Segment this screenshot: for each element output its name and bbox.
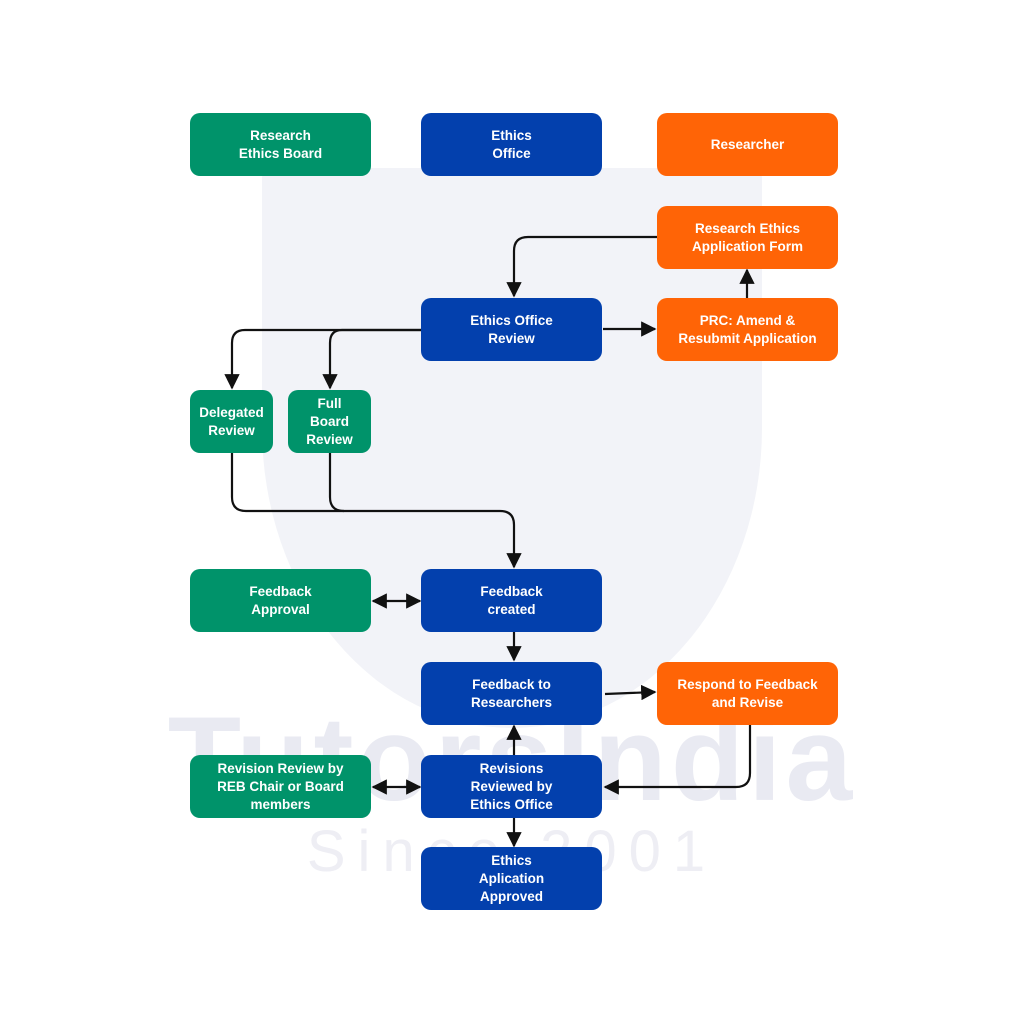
node-delegated-review: Delegated Review (190, 390, 273, 453)
edge-researchers-to-respond (604, 684, 657, 701)
node-feedback-approval: Feedback Approval (190, 569, 371, 632)
edge-delegated-to-feedback (230, 453, 522, 569)
node-ethics-office-review: Ethics Office Review (421, 298, 602, 361)
edge-respond-to-revisions (603, 725, 752, 795)
lane-header-ethics-office: Ethics Office (421, 113, 602, 176)
lane-header-research-ethics-board: Research Ethics Board (190, 113, 371, 176)
node-respond-to-feedback: Respond to Feedback and Revise (657, 662, 838, 725)
node-full-board-review: Full Board Review (288, 390, 371, 453)
node-revision-review-reb: Revision Review by REB Chair or Board me… (190, 755, 371, 818)
edge-office-review-to-full-board (322, 328, 422, 390)
edge-form-to-office-review (506, 235, 657, 298)
edge-full-board-to-feedback (328, 453, 345, 513)
node-feedback-to-researchers: Feedback to Researchers (421, 662, 602, 725)
node-application-approved: Ethics Aplication Approved (421, 847, 602, 910)
node-feedback-created: Feedback created (421, 569, 602, 632)
lane-header-researcher: Researcher (657, 113, 838, 176)
node-revisions-reviewed: Revisions Reviewed by Ethics Office (421, 755, 602, 818)
edge-office-review-to-delegated (224, 328, 422, 390)
node-application-form: Research Ethics Application Form (657, 206, 838, 269)
node-prc-amend-resubmit: PRC: Amend & Resubmit Application (657, 298, 838, 361)
